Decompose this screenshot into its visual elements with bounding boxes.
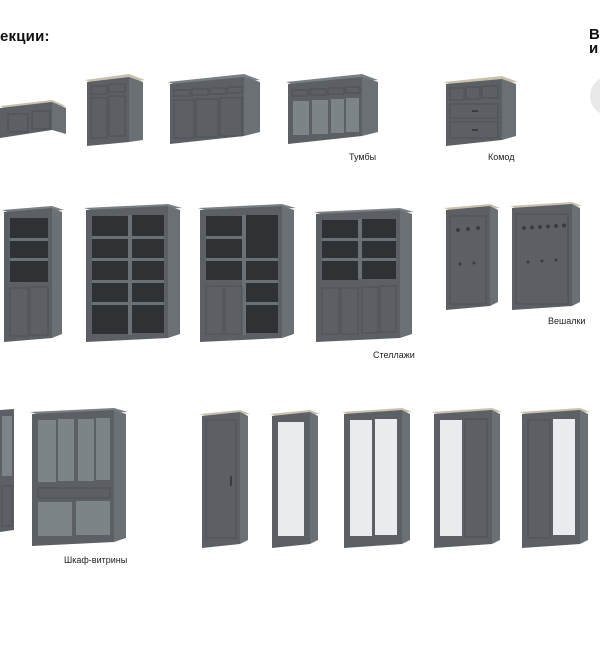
glass-sideboard-image xyxy=(286,74,378,144)
narrow-coat-rack-image xyxy=(444,204,500,310)
partial-display-cabinet-image xyxy=(0,409,14,532)
caption-shkaf-vitriny: Шкаф-витрины xyxy=(64,555,128,565)
low-bench-cabinet-image xyxy=(0,100,66,138)
decorative-circle xyxy=(590,76,600,116)
wide-sideboard-image xyxy=(168,74,260,144)
caption-veshalki: Вешалки xyxy=(548,316,586,326)
wide-coat-rack-image xyxy=(510,202,582,310)
wide-bookcase-cabinet-image xyxy=(314,208,414,342)
bookcase-with-cabinet-image xyxy=(198,204,296,342)
small-cabinet-image xyxy=(85,74,145,146)
wardrobe-right-mirror-image xyxy=(520,408,590,548)
caption-tumby: Тумбы xyxy=(349,152,377,162)
double-mirror-wardrobe-image xyxy=(342,408,412,548)
mirror-wardrobe-narrow-image xyxy=(270,410,320,548)
tall-bookcase-image xyxy=(84,204,182,342)
chest-of-drawers-image xyxy=(444,76,518,146)
caption-stellazhi: Стеллажи xyxy=(373,350,415,360)
section-heading: екции: xyxy=(0,28,50,45)
section-heading-right: В и xyxy=(589,28,600,56)
display-cabinet-image xyxy=(30,408,128,546)
caption-komod: Комод xyxy=(488,152,515,162)
wardrobe-left-mirror-image xyxy=(432,408,502,548)
single-wardrobe-image xyxy=(200,410,250,548)
narrow-bookcase-image xyxy=(2,206,64,342)
